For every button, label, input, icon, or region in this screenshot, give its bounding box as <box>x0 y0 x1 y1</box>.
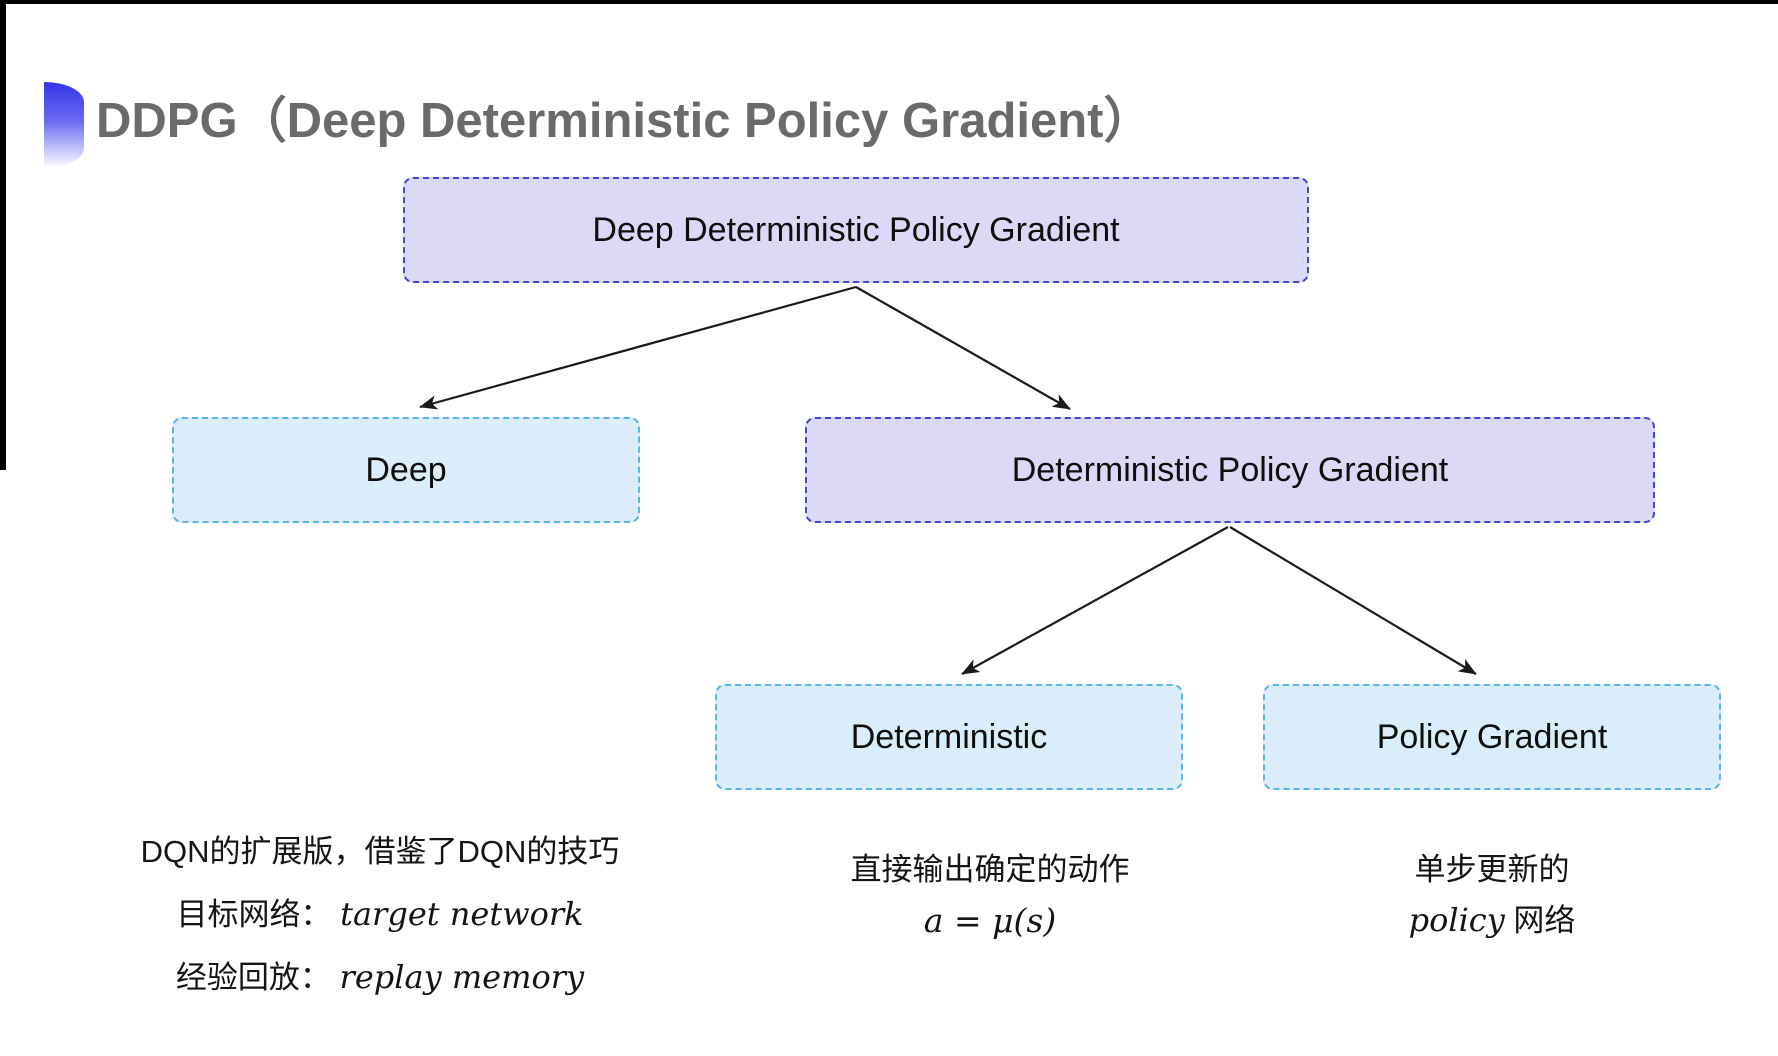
slide-bullet-icon <box>44 82 84 168</box>
annotation-policy-note: 单步更新的 policy 网络 <box>1292 848 1692 943</box>
deterministic-note-formula: a = μ(s) <box>923 901 1057 940</box>
node-deterministic: Deterministic <box>715 684 1183 790</box>
arrow-root-to-dpg <box>855 286 1071 410</box>
node-label: Deep <box>365 450 447 489</box>
arrow-dpg-to-policy-gradient <box>1229 526 1477 675</box>
replay-memory-label: 经验回放： <box>175 960 331 995</box>
policy-note-line2: policy 网络 <box>1292 898 1692 943</box>
target-network-label: 目标网络： <box>176 897 332 932</box>
node-deep-deterministic-policy-gradient: Deep Deterministic Policy Gradient <box>403 177 1309 283</box>
node-policy-gradient: Policy Gradient <box>1263 684 1721 790</box>
policy-note-line1: 单步更新的 <box>1414 852 1570 887</box>
policy-suffix: 网络 <box>1504 903 1576 938</box>
policy-word: policy <box>1408 901 1505 939</box>
arrow-root-to-deep <box>419 285 857 410</box>
node-label: Policy Gradient <box>1376 717 1608 756</box>
dqn-note-target-network: 目标网络： target network <box>130 892 630 937</box>
left-edge-bar <box>0 0 6 470</box>
node-label: Deterministic Policy Gradient <box>1011 450 1449 489</box>
node-label: Deterministic <box>850 717 1048 756</box>
dqn-note-line1: DQN的扩展版，借鉴了DQN的技巧 <box>140 834 620 869</box>
node-deterministic-policy-gradient: Deterministic Policy Gradient <box>805 417 1655 523</box>
replay-memory-value: replay memory <box>339 958 585 996</box>
top-edge-bar <box>0 0 1778 4</box>
slide-title: DDPG（Deep Deterministic Policy Gradient） <box>96 94 1153 148</box>
node-label: Deep Deterministic Policy Gradient <box>592 210 1120 249</box>
target-network-value: target network <box>340 895 584 933</box>
node-deep: Deep <box>172 417 640 523</box>
dqn-note-replay-memory: 经验回放： replay memory <box>130 955 630 1000</box>
deterministic-note-line1: 直接输出确定的动作 <box>850 852 1130 887</box>
annotation-dqn-note: DQN的扩展版，借鉴了DQN的技巧 目标网络： target network 经… <box>130 830 630 1000</box>
annotation-deterministic-note: 直接输出确定的动作 a = μ(s) <box>790 848 1190 944</box>
arrow-dpg-to-deterministic <box>961 526 1229 675</box>
